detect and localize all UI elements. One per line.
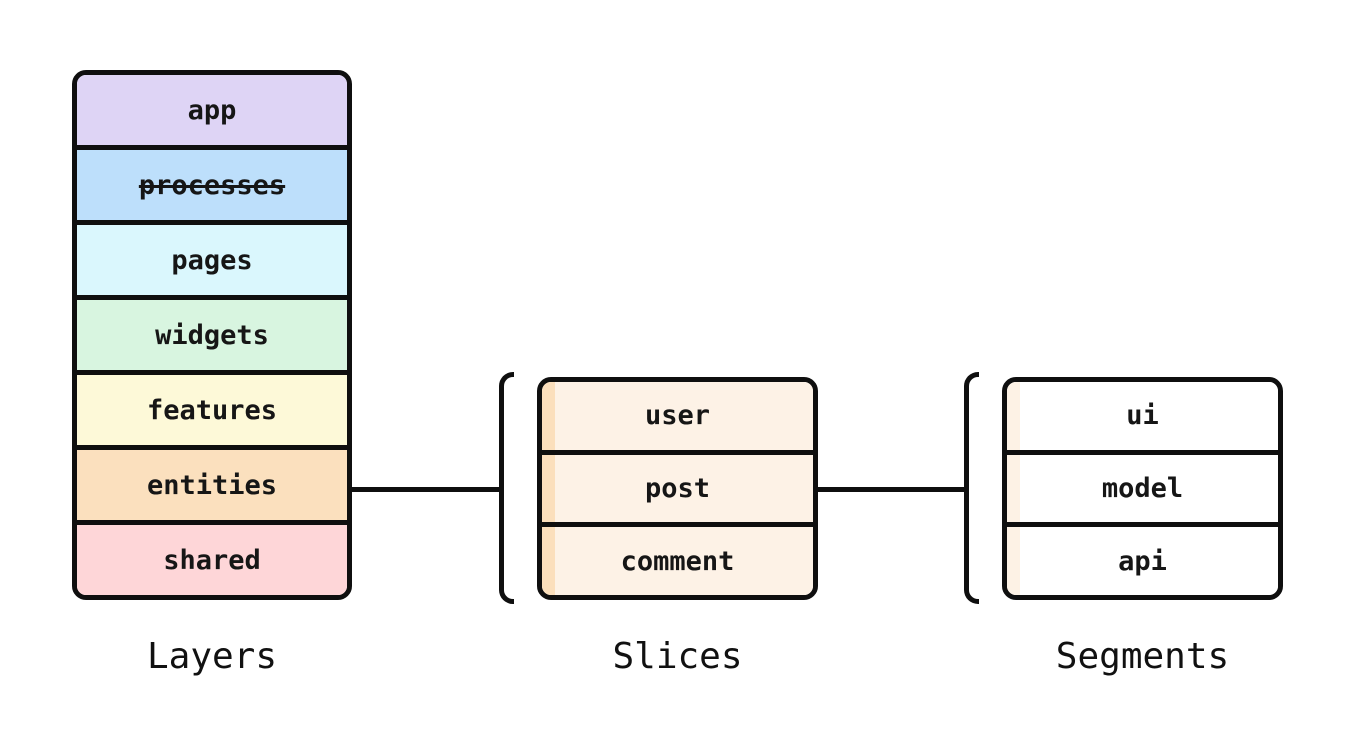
layer-label-features: features <box>146 394 278 426</box>
slices-stack: user post comment <box>537 377 818 600</box>
layer-row-shared: shared <box>77 520 347 595</box>
slice-row-comment: comment <box>542 522 813 595</box>
segment-label-ui: ui <box>1126 400 1159 432</box>
layer-row-pages: pages <box>77 220 347 295</box>
layer-label-shared: shared <box>163 544 261 576</box>
slice-row-post: post <box>542 449 813 523</box>
layer-row-widgets: widgets <box>77 295 347 370</box>
layer-label-pages: pages <box>171 244 253 276</box>
layer-row-entities: entities <box>77 445 347 520</box>
layer-row-features: features <box>77 370 347 445</box>
connector-layers-to-slices <box>348 487 499 492</box>
segment-row-ui: ui <box>1007 382 1278 450</box>
layer-label-app: app <box>187 94 237 126</box>
slices-group-bracket <box>499 372 514 604</box>
segment-row-model: model <box>1007 449 1278 523</box>
layer-row-app: app <box>77 75 347 145</box>
connector-slices-to-segments <box>815 487 964 492</box>
layer-label-entities: entities <box>146 469 278 501</box>
slice-label-comment: comment <box>620 545 735 577</box>
slice-label-user: user <box>644 400 711 432</box>
layer-row-processes: processes <box>77 145 347 220</box>
segment-label-model: model <box>1101 473 1184 504</box>
slice-label-post: post <box>644 473 711 504</box>
segment-label-api: api <box>1118 545 1167 577</box>
segments-group-bracket <box>964 372 979 604</box>
segments-caption: Segments <box>1055 636 1230 677</box>
layers-stack: app processes pages widgets features ent… <box>72 70 352 600</box>
layers-caption: Layers <box>146 636 278 677</box>
segments-stack: ui model api <box>1002 377 1283 600</box>
layer-label-widgets: widgets <box>155 319 269 351</box>
layer-label-processes: processes <box>138 169 286 201</box>
slice-row-user: user <box>542 382 813 450</box>
slices-caption: Slices <box>612 636 743 677</box>
segment-row-api: api <box>1007 522 1278 595</box>
